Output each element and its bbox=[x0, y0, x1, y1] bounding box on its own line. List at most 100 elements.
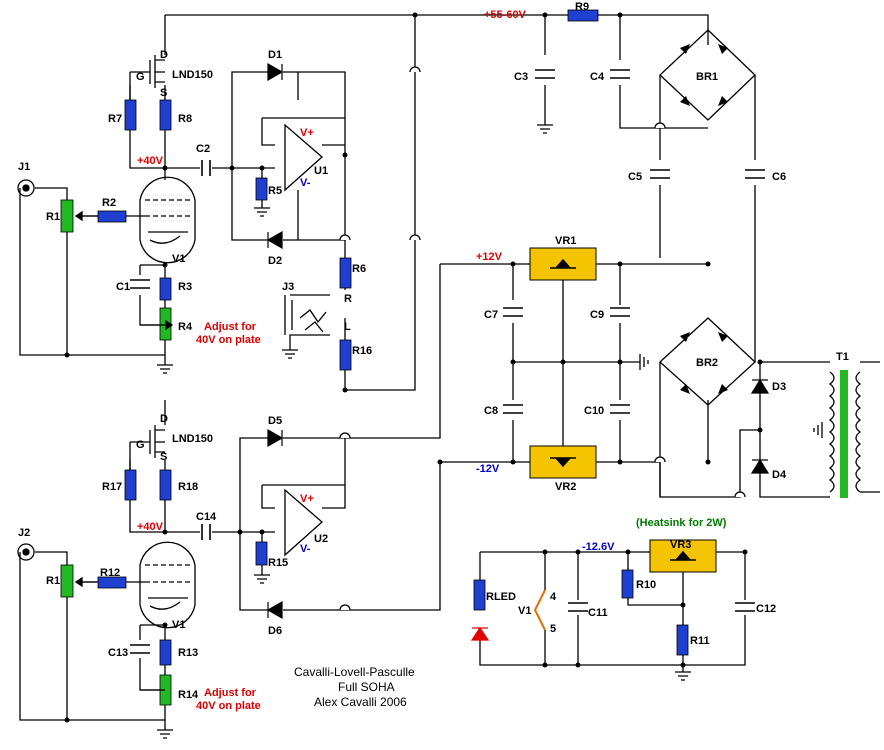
r18-body bbox=[159, 469, 172, 501]
vminus-top: V- bbox=[300, 177, 311, 189]
c14-plates bbox=[201, 524, 211, 540]
j1-label: J1 bbox=[18, 161, 30, 173]
r1-bottom-body bbox=[60, 564, 74, 598]
rled-label: RLED bbox=[486, 591, 516, 603]
plus40-bottom: +40V bbox=[137, 521, 164, 533]
r11-body bbox=[676, 624, 689, 656]
r6-label: R6 bbox=[352, 263, 366, 275]
r2-label: R2 bbox=[102, 197, 116, 209]
led-symbol bbox=[470, 626, 490, 641]
title-line-3: Alex Cavalli 2006 bbox=[314, 695, 407, 709]
r7-body bbox=[124, 99, 137, 131]
c2-plates bbox=[201, 160, 211, 176]
d2-label: D2 bbox=[268, 255, 282, 267]
r16-body bbox=[339, 339, 352, 371]
j3-label: J3 bbox=[282, 281, 294, 293]
v1-bottom-label: V1 bbox=[172, 619, 185, 631]
diodes bbox=[266, 62, 770, 641]
j2-jack bbox=[17, 543, 35, 561]
r6-body bbox=[339, 257, 352, 289]
ground-symbols bbox=[157, 124, 823, 739]
r1-top-label: R1 bbox=[46, 211, 60, 223]
t1-label: T1 bbox=[836, 351, 849, 363]
c2-label: C2 bbox=[196, 143, 210, 155]
s-bottom: S bbox=[160, 451, 167, 463]
j1-jack bbox=[17, 179, 35, 197]
r8-label: R8 bbox=[178, 113, 192, 125]
title-line-1: Cavalli-Lovell-Pasculle bbox=[294, 665, 415, 679]
r16-label: R16 bbox=[352, 345, 372, 357]
wires bbox=[19, 14, 830, 730]
r14-label: R14 bbox=[178, 689, 199, 701]
c5-plates bbox=[650, 169, 670, 179]
r3-label: R3 bbox=[178, 281, 192, 293]
g-top: G bbox=[136, 71, 145, 83]
d4-symbol bbox=[750, 458, 770, 474]
r18-label: R18 bbox=[178, 481, 198, 493]
mosfet-top-label: LND150 bbox=[172, 69, 213, 81]
v1-ref-label: V1 bbox=[518, 605, 531, 617]
r15-label: R15 bbox=[268, 557, 288, 569]
d5-symbol bbox=[267, 428, 284, 448]
u1-triangle bbox=[284, 123, 323, 192]
adjust-top-2: 40V on plate bbox=[196, 334, 261, 346]
plus40-top: +40V bbox=[137, 155, 164, 167]
br2-diamond bbox=[659, 317, 756, 406]
d4-label: D4 bbox=[772, 469, 787, 481]
transformer bbox=[828, 361, 880, 498]
s-top: S bbox=[160, 87, 167, 99]
v1-bottom-envelope bbox=[139, 541, 196, 629]
d6-symbol bbox=[266, 600, 283, 620]
c12-plates bbox=[735, 602, 755, 612]
capacitors bbox=[130, 69, 765, 654]
c10-label: C10 bbox=[584, 405, 604, 417]
vminus-bottom: V- bbox=[300, 543, 311, 555]
c6-label: C6 bbox=[772, 171, 786, 183]
tubes bbox=[139, 176, 196, 629]
d-top: D bbox=[160, 49, 168, 61]
title-line-2: Full SOHA bbox=[338, 680, 395, 694]
vplus-top: V+ bbox=[300, 127, 314, 139]
r1-top-body bbox=[60, 199, 74, 233]
v1-top-envelope bbox=[139, 176, 196, 264]
br1-label: BR1 bbox=[696, 71, 718, 83]
jack-r-label: R bbox=[344, 293, 352, 305]
mosfets bbox=[129, 55, 165, 470]
r10-body bbox=[621, 569, 634, 599]
r5-label: R5 bbox=[268, 185, 282, 197]
d-bottom: D bbox=[160, 413, 168, 425]
d1-label: D1 bbox=[268, 49, 282, 61]
c14-label: C14 bbox=[196, 511, 217, 523]
c1-plates bbox=[130, 279, 150, 289]
wire-jumps bbox=[339, 66, 746, 611]
pot-wipers bbox=[74, 210, 174, 691]
r9-label: R9 bbox=[575, 1, 589, 13]
pin5-label: 5 bbox=[550, 623, 556, 635]
g-bottom: G bbox=[136, 439, 145, 451]
c4-label: C4 bbox=[590, 71, 605, 83]
r13-body bbox=[159, 639, 172, 666]
c3-label: C3 bbox=[514, 71, 528, 83]
v1-reference-symbol bbox=[533, 589, 546, 631]
c10-plates bbox=[610, 404, 630, 414]
r15-body bbox=[255, 541, 268, 566]
regulator-marks bbox=[550, 258, 696, 561]
text-labels: +55-60V R9 C3 C4 BR1 C5 C6 D G S LND150 … bbox=[18, 1, 849, 712]
c8-label: C8 bbox=[484, 405, 498, 417]
vplus-bottom: V+ bbox=[300, 493, 314, 505]
r1-bottom-label: R1 bbox=[46, 575, 60, 587]
r11-label: R11 bbox=[690, 635, 710, 647]
c8-plates bbox=[503, 404, 523, 414]
c11-plates bbox=[568, 602, 588, 612]
mosfet-bottom-label: LND150 bbox=[172, 433, 213, 445]
r17-label: R17 bbox=[102, 481, 122, 493]
r13-label: R13 bbox=[178, 647, 198, 659]
c11-label: C11 bbox=[588, 607, 608, 619]
j3-jack bbox=[284, 295, 327, 335]
junction-dots bbox=[64, 12, 763, 723]
d3-label: D3 bbox=[772, 381, 786, 393]
resistors bbox=[97, 9, 689, 666]
d5-label: D5 bbox=[268, 415, 282, 427]
plus12-label: +12V bbox=[476, 251, 503, 263]
